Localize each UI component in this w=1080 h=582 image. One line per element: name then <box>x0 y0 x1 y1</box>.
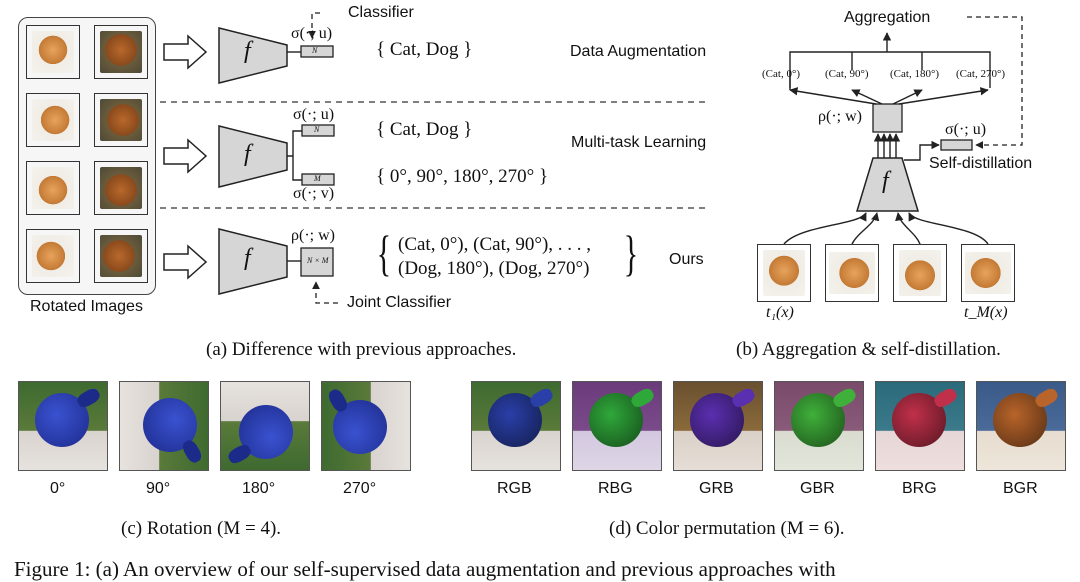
rotation-image-270 <box>321 381 411 471</box>
classifier-annotation: Classifier <box>348 4 414 21</box>
network-f-1 <box>218 27 288 84</box>
hollow-arrow-1 <box>163 34 208 70</box>
joint-classifier-annotation: Joint Classifier <box>347 294 452 311</box>
sigma-v-label: σ(·; v) <box>293 185 335 202</box>
classifier-box-1 <box>300 45 334 58</box>
method-ours: Ours <box>669 251 704 268</box>
network-f-label-2: f <box>244 141 251 167</box>
caption-a: (a) Difference with previous approaches. <box>206 339 517 360</box>
classifier-box-2a <box>301 124 335 137</box>
joint-classifier-box-text: N × M <box>307 256 329 265</box>
perm-tail-0 <box>528 386 555 410</box>
perm-label-rbg: RBG <box>598 480 633 497</box>
perm-tail-3 <box>831 386 858 410</box>
perm-tail-5 <box>1033 386 1060 410</box>
input-thumb-4 <box>961 244 1015 302</box>
perm-label-bgr: BGR <box>1003 480 1038 497</box>
thumb-dog-270 <box>94 229 148 283</box>
caption-c: (c) Rotation (M = 4). <box>121 518 282 539</box>
input-thumb-2 <box>825 244 879 302</box>
brace-left: { <box>376 225 392 281</box>
perm-tail-4 <box>932 386 959 410</box>
sigma-u-label-1: σ(·; u) <box>291 25 333 42</box>
rotation-image-0 <box>18 381 108 471</box>
perm-image-rbg <box>572 381 662 471</box>
rotation-label-0: 0° <box>50 480 66 497</box>
thumb-cat-0 <box>26 25 80 79</box>
perm-image-rgb <box>471 381 561 471</box>
hollow-arrow-3 <box>163 244 208 280</box>
set-joint-line-2: (Dog, 180°), (Dog, 270°) <box>398 258 590 279</box>
perm-image-gbr <box>774 381 864 471</box>
hollow-arrow-2 <box>163 138 208 174</box>
perm-image-brg <box>875 381 965 471</box>
set-joint-line-1: (Cat, 0°), (Cat, 90°), . . . , <box>398 234 592 255</box>
rotation-image-90 <box>119 381 209 471</box>
rho-box <box>872 103 903 133</box>
sigma-u-label-b: σ(·; u) <box>945 121 987 138</box>
thumb-dog-180 <box>94 161 148 215</box>
rotation-label-90: 90° <box>146 480 171 497</box>
joint-classifier-box <box>300 247 334 277</box>
caption-d: (d) Color permutation (M = 6). <box>609 518 845 539</box>
perm-body-0 <box>487 392 543 448</box>
perm-label-brg: BRG <box>902 480 937 497</box>
perm-label-rgb: RGB <box>497 480 532 497</box>
thumb-cat-180 <box>26 161 80 215</box>
caption-b: (b) Aggregation & self-distillation. <box>736 339 1001 360</box>
output-3: (Cat, 270°) <box>956 68 1006 80</box>
rho-w-label-b: ρ(·; w) <box>818 108 862 125</box>
sigma-u-label-2: σ(·; u) <box>293 106 335 123</box>
rho-w-label-a: ρ(·; w) <box>291 227 335 244</box>
figure-caption: Figure 1: (a) An overview of our self-su… <box>14 557 836 581</box>
network-f-b-label: f <box>882 168 889 194</box>
network-f-3 <box>218 228 288 295</box>
aggregation-label: Aggregation <box>844 9 931 26</box>
thumb-cat-270 <box>26 229 80 283</box>
set-cat-dog-1: { Cat, Dog } <box>376 39 473 60</box>
classifier-box-2a-text: N <box>314 125 320 134</box>
classifier-box-2b-text: M <box>314 174 321 183</box>
output-2: (Cat, 180°) <box>890 68 940 80</box>
network-f-label-3: f <box>244 245 251 271</box>
t1-label: t₁(x) <box>766 304 794 321</box>
input-thumb-1 <box>757 244 811 302</box>
set-rotations: { 0°, 90°, 180°, 270° } <box>376 166 549 187</box>
input-thumb-3 <box>893 244 947 302</box>
thumb-dog-90 <box>94 93 148 147</box>
perm-tail-1 <box>629 386 656 410</box>
rotated-images-label: Rotated Images <box>30 298 143 315</box>
network-f-label-1: f <box>244 38 251 64</box>
network-f-2 <box>218 125 288 188</box>
output-0: (Cat, 0°) <box>762 68 801 80</box>
thumb-cat-90 <box>26 93 80 147</box>
sigma-box-b <box>940 139 973 151</box>
rotation-image-180 <box>220 381 310 471</box>
classifier-box-1-text: N <box>312 46 318 55</box>
perm-label-grb: GRB <box>699 480 734 497</box>
method-data-augmentation: Data Augmentation <box>570 43 707 60</box>
method-multi-task-learning: Multi-task Learning <box>571 134 707 151</box>
self-distillation-label: Self-distillation <box>929 155 1033 172</box>
perm-image-grb <box>673 381 763 471</box>
rotation-label-180: 180° <box>242 480 276 497</box>
output-1: (Cat, 90°) <box>825 68 869 80</box>
perm-label-gbr: GBR <box>800 480 835 497</box>
tm-label: t_M(x) <box>964 304 1008 321</box>
thumb-dog-0 <box>94 25 148 79</box>
set-cat-dog-2: { Cat, Dog } <box>376 119 473 140</box>
perm-image-bgr <box>976 381 1066 471</box>
rotation-label-270: 270° <box>343 480 377 497</box>
network-f-b <box>855 157 920 212</box>
perm-tail-2 <box>730 386 757 410</box>
brace-right: } <box>623 225 639 281</box>
classifier-box-2b <box>301 173 335 186</box>
